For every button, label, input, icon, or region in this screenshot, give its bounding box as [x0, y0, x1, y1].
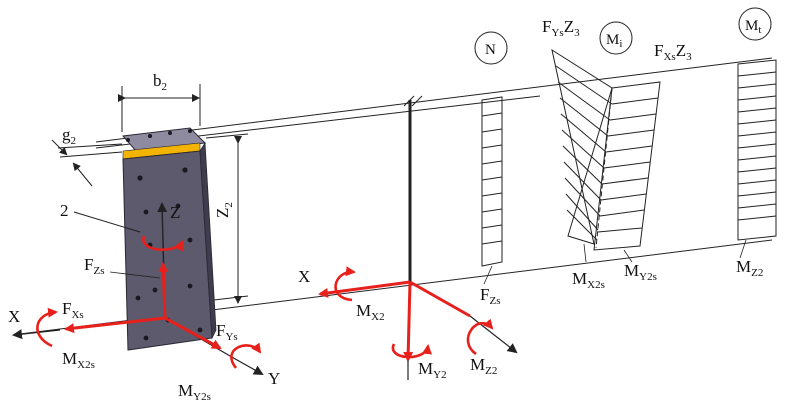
mi-diagram	[551, 48, 661, 263]
mid-axis-y-black	[469, 315, 518, 354]
cut-mark-2	[411, 95, 423, 107]
mx2s-left-label: MX2s	[62, 349, 95, 371]
axis-y-left-label: Y	[268, 369, 280, 388]
fzs-diagram-label: FZs	[480, 285, 500, 307]
my2s-diagram-label: MY2s	[624, 261, 657, 283]
force-fzs-arrow	[158, 262, 169, 319]
dimension-lines	[51, 84, 249, 304]
n-diagram	[481, 96, 503, 285]
my2-label: MY2	[418, 359, 447, 381]
moment-z-left-arc	[142, 235, 184, 252]
cut-mark-1	[403, 95, 415, 107]
g2-dimension-a	[51, 139, 68, 156]
part-number-label: 2	[60, 201, 69, 220]
moment-y2s-arc	[230, 342, 262, 369]
plate-side-face	[199, 141, 217, 340]
circle-n-label: N	[485, 42, 496, 58]
circle-mt	[738, 7, 772, 41]
mx2-label: MX2	[356, 301, 385, 323]
g2-label: g2	[62, 125, 76, 147]
fzs-leader	[109, 271, 161, 279]
fxs-label: FXs	[62, 299, 84, 321]
plate-part	[122, 127, 217, 351]
fxs-z3-label: FXsZ3	[654, 41, 692, 63]
axis-y-left	[229, 355, 264, 375]
circle-mt-label: Mt	[745, 18, 761, 36]
circle-n	[474, 31, 508, 65]
mz2-diagram-label: MZ2	[736, 257, 763, 279]
force-fxs-arrow	[64, 316, 166, 334]
b2-label: b2	[153, 71, 167, 93]
diagram-circles	[474, 7, 772, 65]
z2-label: Z2	[213, 202, 235, 218]
beam-top-edge	[95, 57, 773, 143]
mid-axis-x-label: X	[298, 267, 310, 286]
moment-x2s-arc	[36, 307, 58, 348]
force-fys-arrow	[164, 316, 222, 350]
mt-diagram	[737, 59, 777, 259]
moment-z2-arc	[466, 318, 494, 356]
fzs-label: FZs	[84, 255, 104, 277]
fys-label: FYs	[216, 321, 238, 343]
fys-z3-label: FYsZ3	[542, 17, 580, 39]
my2s-left-label: MY2s	[178, 381, 211, 403]
mz2-label: MZ2	[470, 355, 497, 377]
axis-z-label: Z	[170, 203, 180, 222]
circle-mi	[599, 21, 633, 55]
g2-dimension-b	[72, 162, 93, 187]
mid-axis-z-arrow	[403, 281, 414, 362]
mx2s-diagram-label: MX2s	[572, 269, 605, 291]
middle-force-frame	[318, 266, 518, 380]
mid-axis-y-red	[409, 280, 471, 318]
moment-y2-arc	[391, 343, 432, 359]
moment-x2-arc	[334, 266, 356, 302]
circle-mi-label: Mi	[606, 32, 622, 50]
axis-x-left-label: X	[8, 307, 20, 326]
part-2-leader	[73, 211, 141, 233]
mid-axis-x-arrow	[318, 280, 411, 298]
left-force-frame	[12, 202, 264, 375]
